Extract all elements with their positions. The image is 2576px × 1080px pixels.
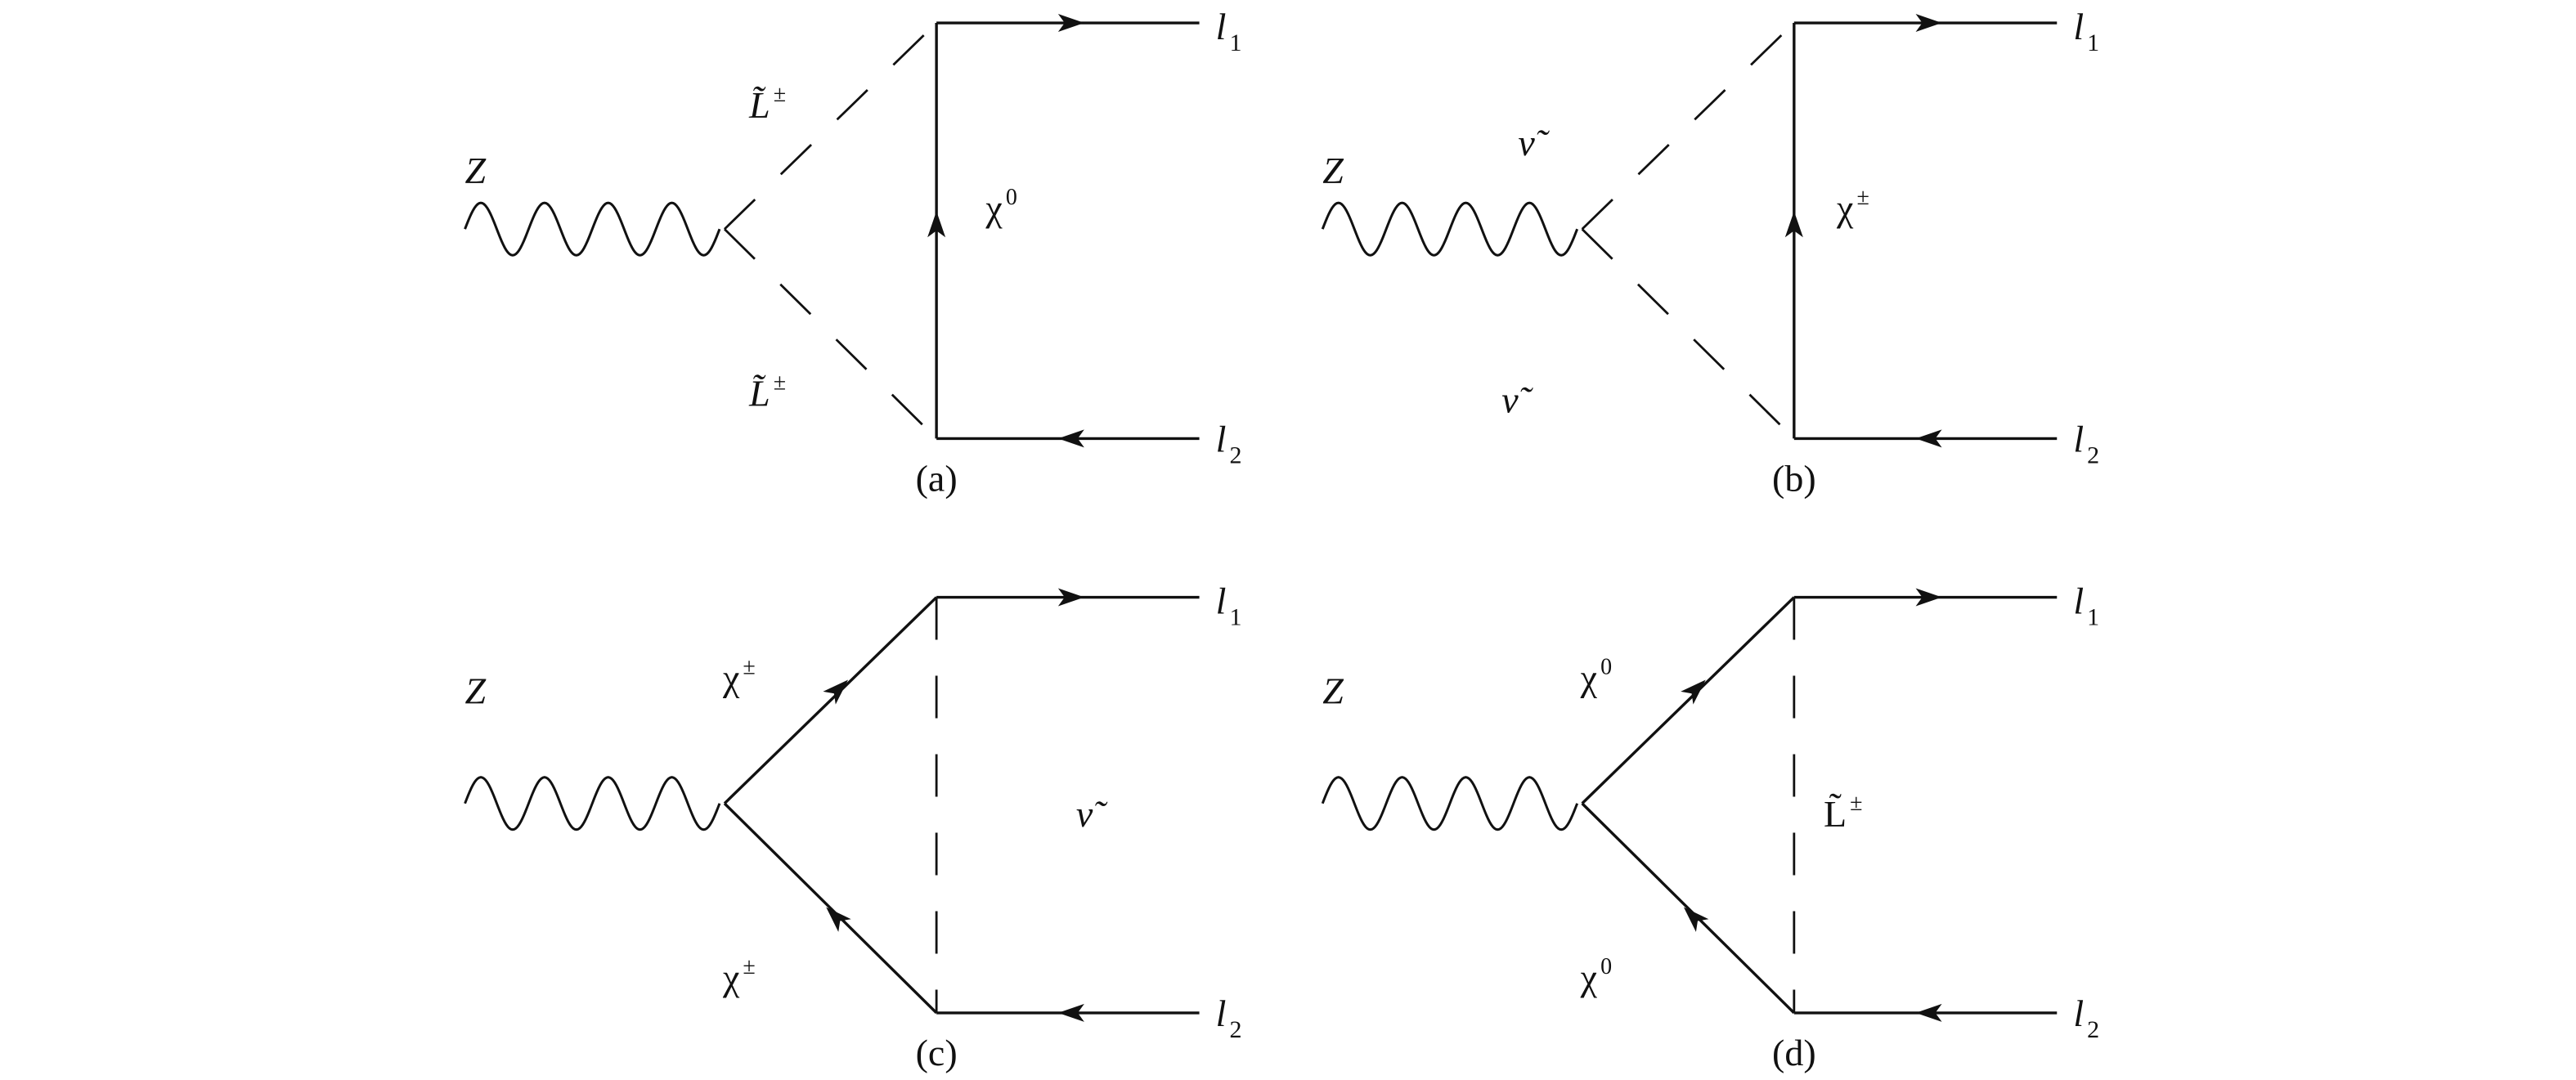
arrow-up-icon	[1784, 211, 1803, 238]
lepton-2-label-sub: 2	[1229, 1016, 1241, 1043]
lepton-1-label-sub: 1	[1229, 29, 1241, 56]
arrow-icon	[826, 907, 851, 932]
lepton-2-label-base: l	[2073, 993, 2084, 1034]
upper-internal-label-base: L̃	[748, 84, 770, 126]
lower-internal-label-base: χ	[722, 957, 740, 998]
arrow-left-icon	[1057, 429, 1084, 448]
lower-internal-line	[1581, 228, 1795, 440]
panel-caption: (d)	[1772, 1032, 1816, 1073]
lepton-1-label-sub: 1	[1229, 604, 1241, 631]
lepton-1-label-base: l	[1216, 580, 1227, 622]
panel-caption: (a)	[916, 457, 958, 499]
z-boson-label: Z	[1322, 150, 1344, 191]
lower-internal-label: χ±	[722, 954, 756, 998]
vertical-internal-label-base: ν̃	[1076, 793, 1108, 835]
lower-internal-label-sup: ±	[774, 370, 786, 395]
upper-internal-line	[723, 596, 938, 804]
vertical-internal-label-base: L̃	[1824, 793, 1847, 835]
upper-internal-line	[1581, 22, 1795, 231]
arrow-up-icon	[927, 211, 946, 238]
arrow-icon	[823, 679, 849, 705]
lower-internal-label-base: χ	[1580, 957, 1598, 998]
lepton-2-label-base: l	[2073, 418, 2084, 459]
lepton-1-label-base: l	[2073, 580, 2084, 622]
upper-internal-label-base: χ	[722, 657, 740, 699]
lower-internal-line	[1581, 802, 1796, 1015]
lepton-1-label-base: l	[2073, 6, 2084, 47]
lepton-1-label-sub: 1	[2087, 604, 2099, 631]
arrow-right-icon	[1915, 14, 1942, 33]
z-boson-label: Z	[465, 150, 487, 191]
upper-internal-label-base: χ	[1580, 657, 1598, 699]
panel-caption: (b)	[1772, 457, 1816, 499]
z-boson-label: Z	[465, 670, 487, 712]
upper-internal-label: χ±	[722, 655, 756, 699]
arrow-right-icon	[1057, 14, 1084, 33]
vertical-internal-label: χ±	[1836, 185, 1869, 229]
vertical-internal-label-base: χ	[985, 187, 1003, 229]
vertical-internal-label: L̃±	[1824, 791, 1862, 835]
vertical-internal-label-sup: 0	[1006, 185, 1017, 210]
z-boson-propagator	[464, 776, 721, 831]
vertical-internal-label-sup: ±	[1850, 791, 1862, 816]
z-boson-propagator	[1321, 201, 1579, 257]
lower-internal-label: L̃±	[748, 370, 786, 414]
upper-internal-label-sup: ±	[774, 82, 786, 107]
arrow-left-icon	[1057, 1003, 1084, 1022]
upper-internal-label-sup: ±	[743, 655, 755, 680]
arrow-left-icon	[1915, 429, 1942, 448]
upper-internal-label-sup: 0	[1600, 655, 1612, 680]
lower-internal-line	[723, 802, 938, 1015]
z-boson-propagator	[1321, 776, 1579, 831]
lower-internal-label-sup: 0	[1600, 954, 1612, 979]
lepton-2-label-base: l	[1216, 418, 1227, 459]
arrow-right-icon	[1057, 588, 1084, 607]
upper-internal-line	[723, 22, 938, 231]
lepton-2-label-base: l	[1216, 993, 1227, 1034]
lower-internal-label-sup: ±	[743, 954, 755, 979]
upper-internal-label-base: ν̃	[1518, 122, 1550, 164]
lepton-2-label-sub: 2	[2087, 1016, 2099, 1043]
lower-internal-label-base: ν̃	[1501, 379, 1533, 420]
lepton-1-label-base: l	[1216, 6, 1227, 47]
arrow-left-icon	[1915, 1003, 1942, 1022]
vertical-internal-label: ν̃	[1076, 793, 1108, 835]
lower-internal-label-base: L̃	[748, 372, 770, 414]
upper-internal-label: L̃±	[748, 82, 786, 126]
upper-internal-line	[1581, 596, 1796, 804]
lower-internal-label: ν̃	[1501, 379, 1533, 420]
vertical-internal-label-sup: ±	[1856, 185, 1869, 210]
panel-caption: (c)	[916, 1032, 958, 1073]
upper-internal-label: ν̃	[1518, 122, 1550, 164]
lepton-2-label-sub: 2	[2087, 441, 2099, 468]
arrow-icon	[1683, 907, 1709, 932]
z-boson-label: Z	[1322, 670, 1344, 712]
vertical-internal-label-base: χ	[1836, 187, 1854, 229]
z-boson-propagator	[464, 201, 721, 257]
lepton-1-label-sub: 1	[2087, 29, 2099, 56]
lower-internal-line	[723, 228, 938, 440]
lepton-2-label-sub: 2	[1229, 441, 1241, 468]
arrow-right-icon	[1915, 588, 1942, 607]
arrow-icon	[1681, 679, 1706, 705]
